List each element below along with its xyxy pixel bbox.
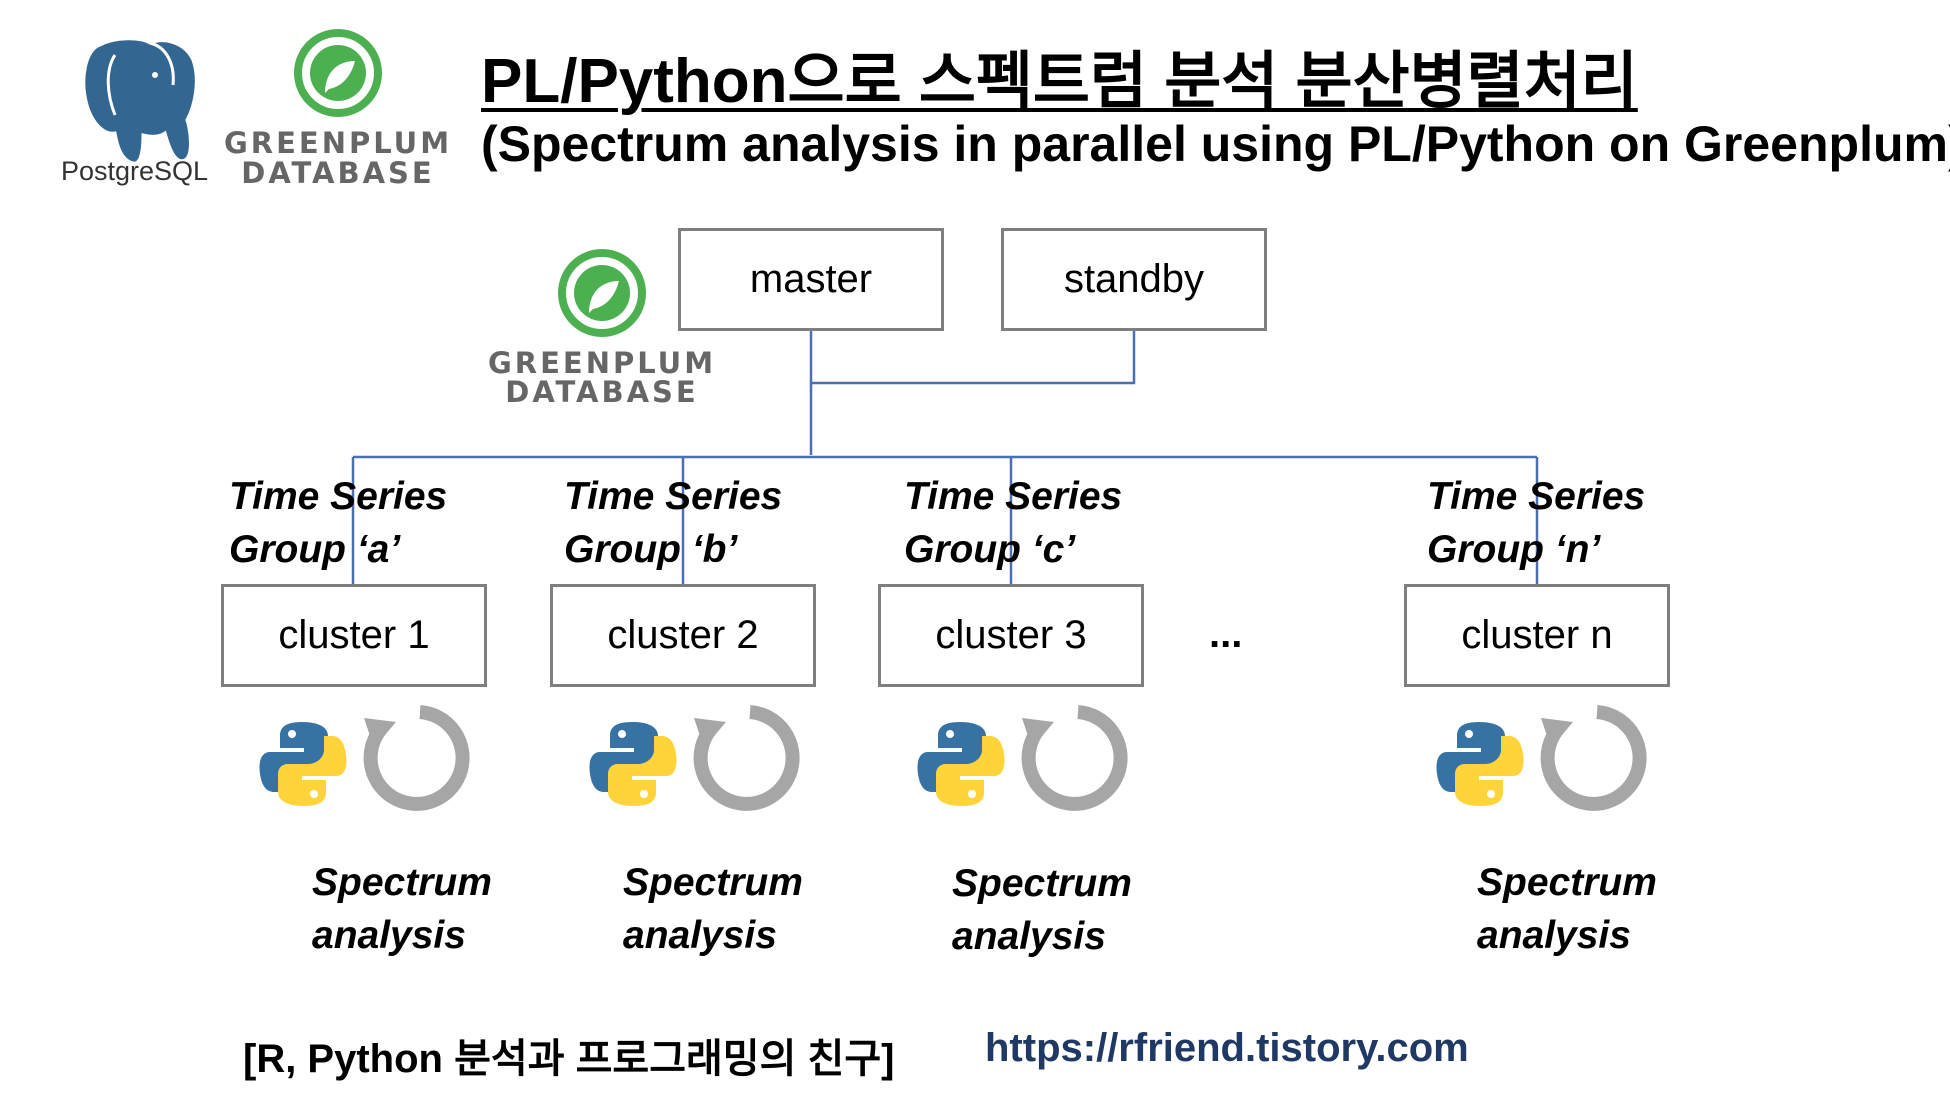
footer-url-link[interactable]: https://rfriend.tistory.com bbox=[985, 1026, 1469, 1070]
greenplum-label-line1: GREENPLUM bbox=[488, 346, 716, 380]
cluster-3-label: cluster 3 bbox=[935, 613, 1087, 657]
cluster-2-label: cluster 2 bbox=[607, 613, 759, 657]
elephant-icon bbox=[82, 37, 198, 165]
python-icon-2 bbox=[589, 722, 677, 806]
page-title: PL/Python으로 스펙트럼 분석 분산병렬처리 bbox=[481, 47, 1638, 116]
cluster-2-node: cluster 2 bbox=[550, 584, 816, 687]
greenplum-logo-header: GREENPLUM DATABASE bbox=[224, 29, 449, 190]
python-icon-n bbox=[1436, 722, 1524, 806]
loop-icon-3 bbox=[1022, 712, 1121, 804]
master-label: master bbox=[749, 257, 873, 301]
footer-text: [R, Python 분석과 프로그래밍의 친구] bbox=[243, 1037, 895, 1081]
standby-connector bbox=[811, 330, 1136, 385]
cluster-3-node: cluster 3 bbox=[878, 584, 1144, 687]
standby-label: standby bbox=[1063, 257, 1205, 301]
greenplum-label-line2: DATABASE bbox=[505, 375, 698, 409]
python-icon-3 bbox=[917, 722, 1005, 806]
postgresql-label: PostgreSQL bbox=[61, 156, 208, 186]
loop-icon-n bbox=[1541, 712, 1640, 804]
ellipsis: ... bbox=[1209, 612, 1243, 656]
loop-icon-2 bbox=[694, 712, 793, 804]
standby-node: standby bbox=[1001, 228, 1267, 331]
postgresql-logo: PostgreSQL bbox=[61, 37, 208, 186]
cluster-1-node: cluster 1 bbox=[221, 584, 487, 687]
loop-icon-1 bbox=[364, 712, 463, 804]
greenplum-icon bbox=[558, 249, 646, 337]
cluster-n-label: cluster n bbox=[1461, 613, 1613, 657]
cluster-n-node: cluster n bbox=[1404, 584, 1670, 687]
cluster-1-label: cluster 1 bbox=[278, 613, 430, 657]
python-icon-1 bbox=[259, 722, 347, 806]
greenplum-icon bbox=[294, 29, 382, 117]
greenplum-label-line2: DATABASE bbox=[241, 156, 434, 190]
greenplum-logo-diagram: GREENPLUM DATABASE bbox=[488, 249, 713, 409]
master-node: master bbox=[678, 228, 944, 331]
greenplum-label-line1: GREENPLUM bbox=[224, 126, 452, 160]
page-subtitle: (Spectrum analysis in parallel using PL/… bbox=[481, 116, 1950, 172]
